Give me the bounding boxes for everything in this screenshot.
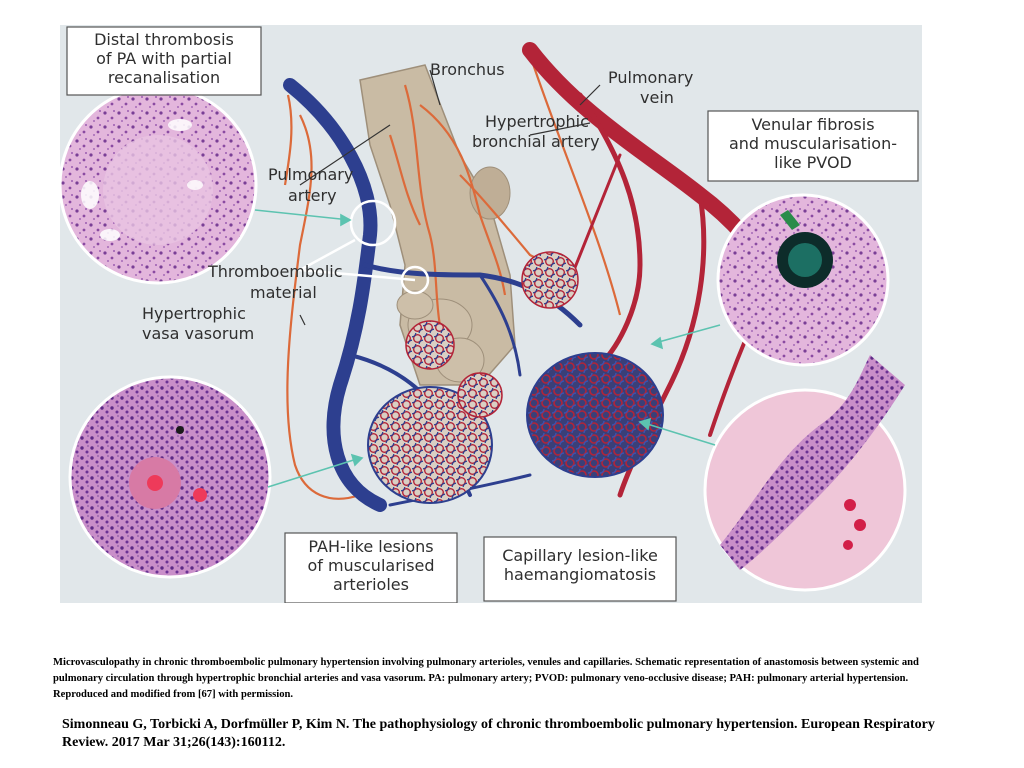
pulmonary-vein-label-line-1: Pulmonary bbox=[608, 68, 693, 87]
histology-pah-lesion bbox=[68, 375, 272, 579]
label-box-distal-thrombosis: Distal thrombosis of PA with partial rec… bbox=[66, 26, 262, 96]
distal-thrombosis-line-1: Distal thrombosis bbox=[94, 30, 234, 49]
pah-lesions-line-2: of muscularised bbox=[307, 556, 434, 575]
capillary-clusters bbox=[367, 251, 664, 504]
label-box-pah-lesions: PAH-like lesions of muscularised arterio… bbox=[284, 532, 458, 603]
pulmonary-artery-label-line-2: artery bbox=[288, 186, 337, 205]
thromboembolic-markers bbox=[295, 199, 430, 295]
bronchial-artery-label-line-1: Hypertrophic bbox=[485, 112, 589, 131]
reference-citation: Simonneau G, Torbicki A, Dorfmüller P, K… bbox=[62, 717, 935, 750]
bronchus-label: Bronchus bbox=[430, 60, 505, 79]
pah-lesions-line-3: arterioles bbox=[333, 575, 409, 594]
vasa-vasorum-label-line-1: Hypertrophic bbox=[142, 304, 246, 323]
venular-fibrosis-line-3: like PVOD bbox=[774, 153, 852, 172]
figure-caption: Microvasculopathy in chronic thromboembo… bbox=[53, 657, 919, 700]
thromboembolic-label-line-2: material bbox=[250, 283, 317, 302]
label-leaders bbox=[299, 69, 601, 326]
capillary-lesion-line-2: haemangiomatosis bbox=[504, 565, 656, 584]
label-box-venular-fibrosis: Venular fibrosis and muscularisation- li… bbox=[707, 110, 919, 182]
venular-fibrosis-line-2: and muscularisation- bbox=[729, 134, 897, 153]
diagram-canvas: Distal thrombosis of PA with partial rec… bbox=[60, 26, 919, 603]
histology-distal-thrombosis bbox=[60, 85, 258, 285]
capillary-lesion-line-1: Capillary lesion-like bbox=[502, 546, 658, 565]
label-box-capillary-lesion: Capillary lesion-like haemangiomatosis bbox=[483, 536, 677, 602]
bronchial-artery-label-line-2: bronchial artery bbox=[472, 132, 600, 151]
distal-thrombosis-line-3: recanalisation bbox=[108, 68, 220, 87]
venular-fibrosis-line-1: Venular fibrosis bbox=[751, 115, 874, 134]
distal-thrombosis-line-2: of PA with partial bbox=[96, 49, 232, 68]
thromboembolic-label-line-1: Thromboembolic bbox=[207, 262, 343, 281]
vasa-vasorum-label-line-2: vasa vasorum bbox=[142, 324, 254, 343]
diagram-figure: Distal thrombosis of PA with partial rec… bbox=[60, 25, 922, 603]
pointer-lines bbox=[254, 209, 721, 488]
pulmonary-artery-label-line-1: Pulmonary bbox=[268, 165, 353, 184]
pah-lesions-line-1: PAH-like lesions bbox=[308, 537, 433, 556]
histology-capillary-lesion bbox=[703, 355, 907, 592]
pulmonary-vein-label-line-2: vein bbox=[640, 88, 674, 107]
histology-venular-fibrosis bbox=[716, 193, 890, 367]
